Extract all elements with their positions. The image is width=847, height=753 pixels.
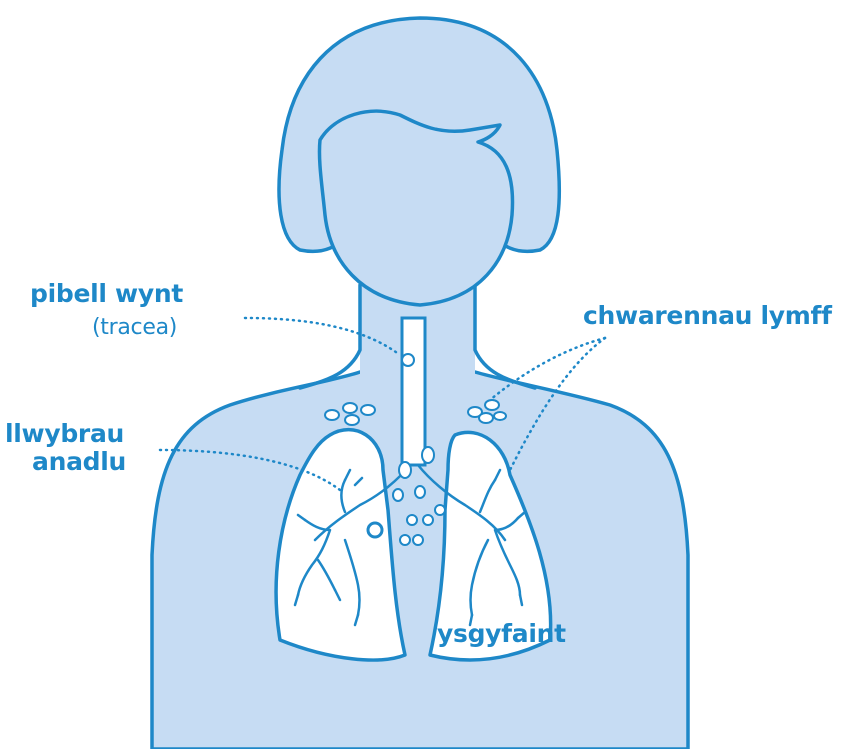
- face: [319, 111, 512, 305]
- airways-label-line1: llwybrau: [5, 420, 124, 448]
- airways-label-line2: anadlu: [32, 448, 126, 476]
- trachea: [402, 318, 425, 465]
- trachea-label: pibell wynt: [30, 280, 183, 308]
- lymph-nodes-label: chwarennau lymff: [583, 302, 832, 330]
- trachea-sublabel: (tracea): [92, 314, 177, 342]
- lungs-label: ysgyfaint: [437, 620, 566, 648]
